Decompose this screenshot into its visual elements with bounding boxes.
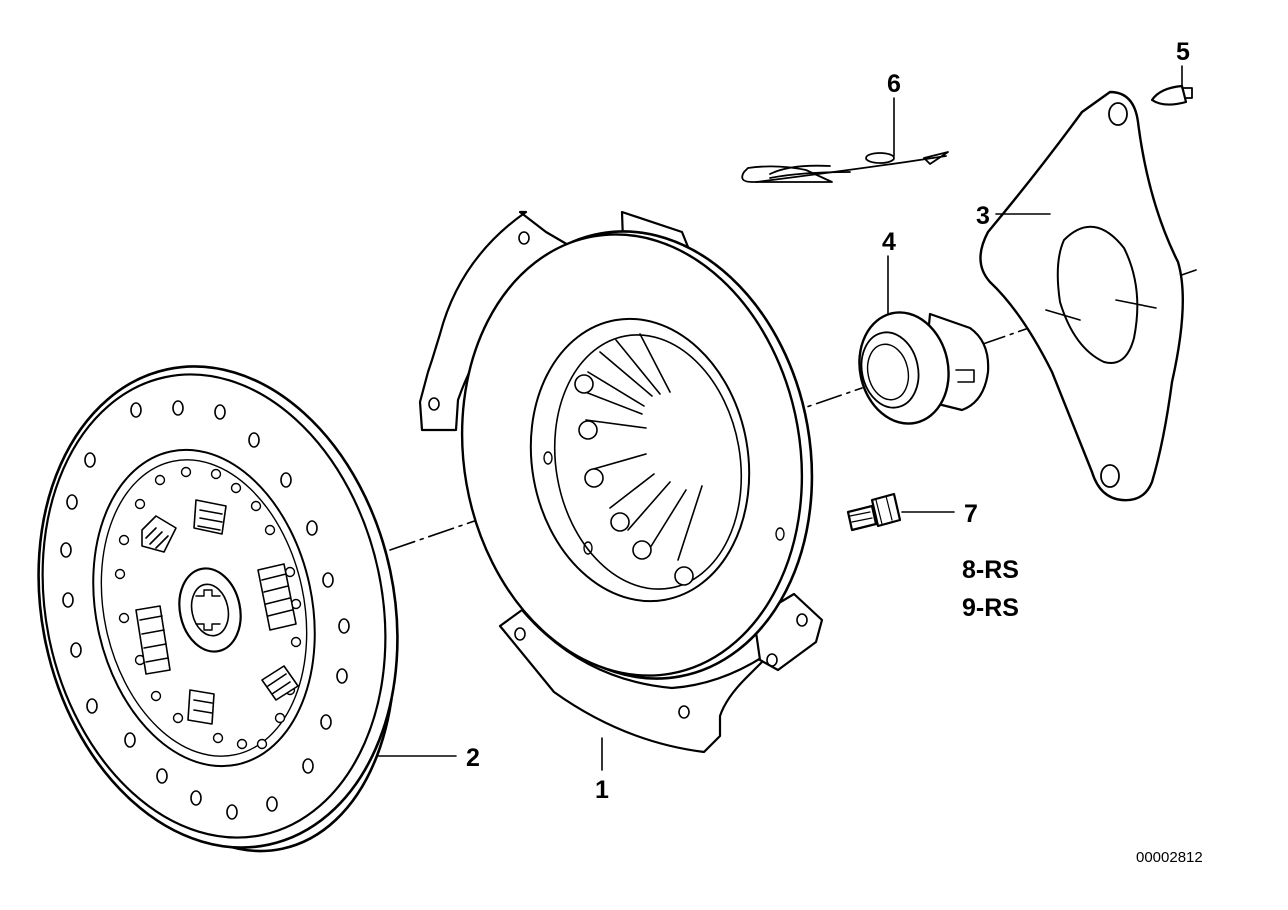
- disc-hub: [178, 567, 242, 653]
- callout-1: 1: [595, 776, 609, 804]
- release-bearing: [858, 311, 990, 425]
- bolt: [846, 492, 902, 532]
- callout-3: 3: [976, 202, 990, 230]
- note-8-rs: 8-RS: [962, 556, 1019, 584]
- damper-springs: [135, 499, 299, 725]
- clutch-disc: [37, 365, 399, 853]
- retaining-spring: [741, 151, 949, 183]
- note-9-rs: 9-RS: [962, 594, 1019, 622]
- callout-6: 6: [887, 70, 901, 98]
- release-lever: [979, 90, 1184, 502]
- disc-rivets-outer: [60, 400, 350, 820]
- ball-pin: [1150, 84, 1193, 106]
- callout-7: 7: [964, 500, 978, 528]
- disc-rivets-inner: [114, 466, 302, 750]
- clutch-pressure-plate: [418, 210, 824, 754]
- callout-5: 5: [1176, 38, 1190, 66]
- drawing-id: 00002812: [1136, 849, 1203, 866]
- callout-4: 4: [882, 228, 896, 256]
- diaphragm-fingers: [574, 333, 703, 586]
- cover-holes: [543, 451, 785, 555]
- callout-2: 2: [466, 744, 480, 772]
- leader-lines: [377, 65, 1183, 771]
